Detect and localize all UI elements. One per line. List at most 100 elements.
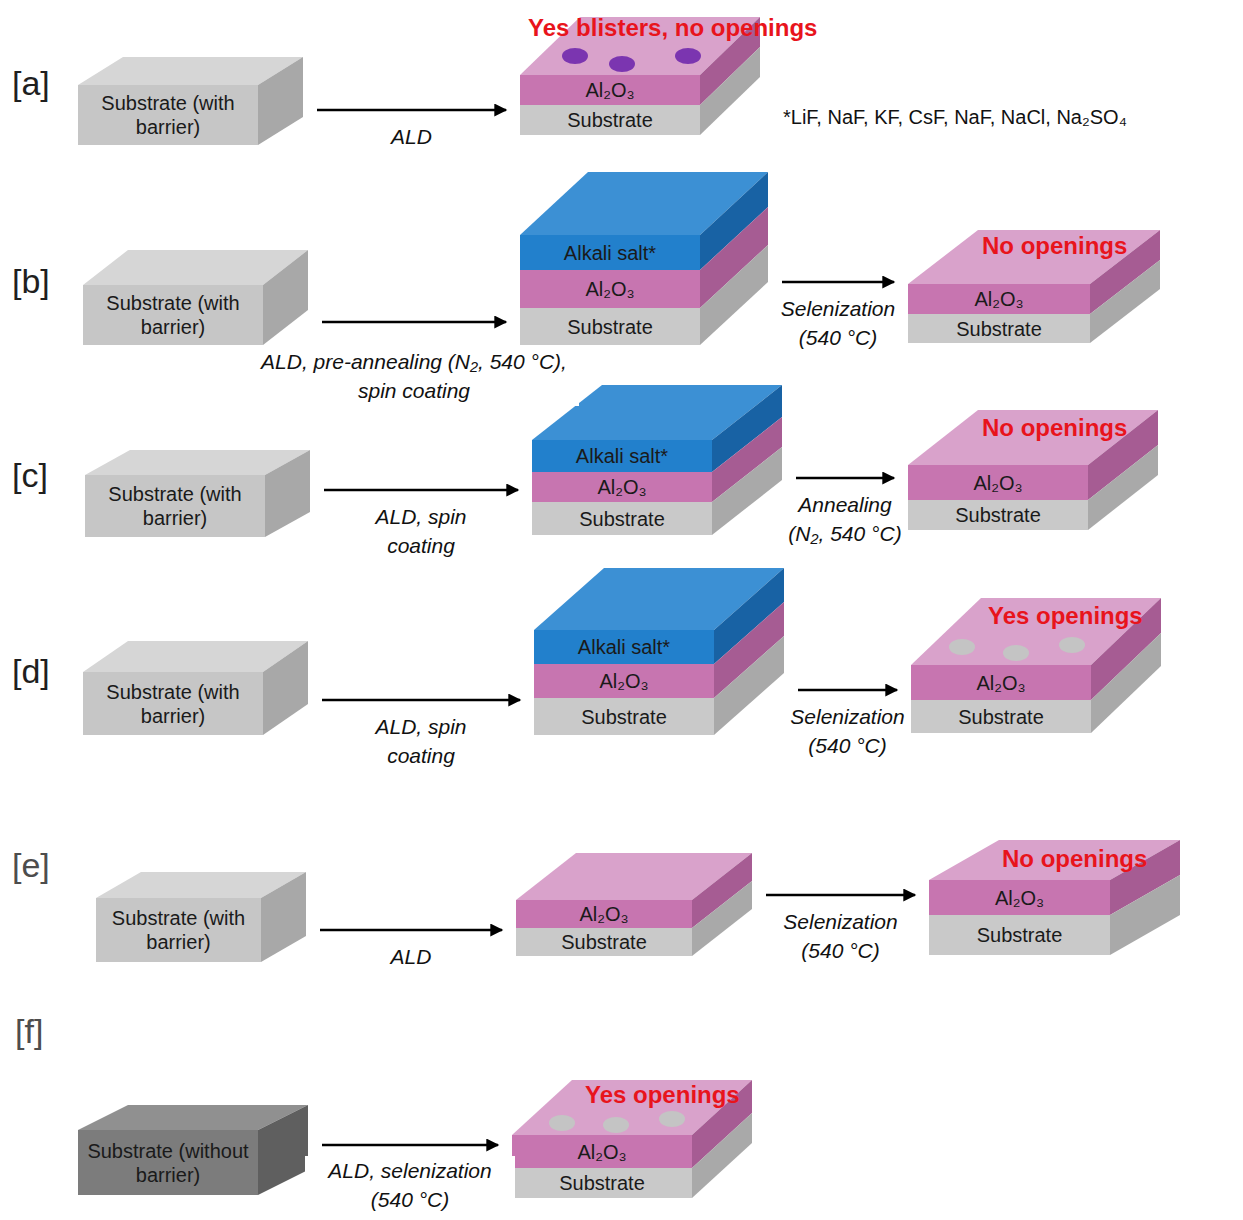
side-face <box>258 1105 308 1195</box>
film-layer: Al₂O₃ <box>520 270 700 308</box>
film-layer: Substrate <box>929 915 1110 955</box>
substrate-box: Substrate (without barrier) <box>78 1105 308 1195</box>
layer-label: Substrate <box>579 507 665 531</box>
front-face: Substrate (with barrier) <box>85 475 265 537</box>
film-layer: Al₂O₃ <box>520 75 700 105</box>
layer-label: Al₂O₃ <box>597 475 646 499</box>
opening <box>1059 637 1085 653</box>
side-face <box>1088 445 1158 530</box>
process-step: Selenization (540 °C) <box>775 294 901 353</box>
row-letter: [b] <box>12 262 50 301</box>
film-layer: Alkali salt* <box>534 630 714 664</box>
layer-stack: No openingsAl₂O₃Substrate <box>908 230 1160 343</box>
layer-label: Alkali salt* <box>564 241 656 265</box>
front-face <box>908 314 1090 343</box>
front-face <box>520 75 700 105</box>
front-face <box>534 698 714 735</box>
substrate-label: Substrate (without barrier) <box>78 1139 258 1187</box>
process-arrow <box>782 281 894 284</box>
front-face: Substrate (with barrier) <box>83 285 263 345</box>
process-arrow <box>320 929 502 932</box>
side-face <box>712 447 782 535</box>
process-arrow <box>766 894 915 897</box>
side-face <box>1090 260 1160 343</box>
layer-stack: Yes openingsAl₂O₃Substrate <box>911 598 1161 733</box>
layer-stack: No openingsAl₂O₃ Substrate <box>908 410 1158 530</box>
row-letter: [e] <box>12 846 50 885</box>
layer-label: Al₂O₃ <box>973 471 1022 495</box>
side-face <box>692 1113 752 1198</box>
process-step: Annealing (N₂, 540 °C) <box>783 490 907 549</box>
film-layer: Al₂O₃ <box>512 1135 692 1168</box>
substrate-label: Substrate (with barrier) <box>85 482 265 530</box>
front-face <box>520 235 700 270</box>
film-layer: Al₂O₃ <box>908 284 1090 314</box>
layer-label: Al₂O₃ <box>579 902 628 926</box>
opening <box>659 1111 685 1127</box>
layer-stack: Alkali salt* Al₂O₃ Substrate <box>520 172 768 345</box>
layer-label: Al₂O₃ <box>599 669 648 693</box>
process-arrow <box>798 689 897 692</box>
side-face <box>258 57 303 145</box>
substrate-label: Substrate (with barrier) <box>78 91 258 139</box>
layer-label: Substrate <box>958 705 1044 729</box>
front-face <box>83 285 263 345</box>
front-face <box>534 664 714 698</box>
layer-stack: Yes blisters, no openingsAl₂O₃Substrate <box>520 17 760 135</box>
layer-stack: Alkali salt* Al₂O₃ Substrate <box>532 385 782 535</box>
row-letter: [c] <box>12 456 48 495</box>
film-layer: Substrate <box>520 105 700 135</box>
film-layer: Al₂O₃ <box>516 900 692 928</box>
film-layer: Substrate <box>911 700 1091 733</box>
side-face <box>714 636 784 735</box>
result-note: No openings <box>1002 845 1147 873</box>
front-face <box>908 284 1090 314</box>
front-face <box>85 475 265 537</box>
side-face <box>263 250 308 345</box>
front-face <box>96 898 261 962</box>
blister <box>609 56 635 72</box>
layer-label: Substrate <box>581 705 667 729</box>
front-face <box>516 900 692 928</box>
side-face <box>700 47 760 135</box>
row-letter: [f] <box>15 1012 43 1051</box>
film-layer: Alkali salt* <box>532 440 712 472</box>
film-layer: Al₂O₃ <box>929 880 1110 915</box>
substrate-box: Substrate (with barrier) <box>85 450 310 537</box>
front-face <box>929 880 1110 915</box>
process-step: ALD <box>361 942 461 971</box>
front-face <box>908 465 1088 500</box>
opening <box>549 1115 575 1131</box>
opening <box>1003 645 1029 661</box>
salt-list-note: *LiF, NaF, KF, CsF, NaF, NaCl, Na₂SO₄ <box>783 106 1127 129</box>
film-layer: Substrate <box>908 314 1090 343</box>
layer-stack: No openingsAl₂O₃ Substrate <box>929 840 1180 955</box>
process-arrow <box>324 489 518 492</box>
side-face <box>265 450 310 537</box>
blister <box>675 48 701 64</box>
process-arrow <box>796 477 894 480</box>
side-face <box>1110 875 1180 955</box>
layer-stack: Alkali salt* Al₂O₃ Substrate <box>534 568 784 735</box>
front-face <box>908 500 1088 530</box>
layer-label: Substrate <box>955 503 1041 527</box>
front-face <box>78 85 258 145</box>
result-note: No openings <box>982 414 1127 442</box>
layer-label: Al₂O₃ <box>577 1140 626 1164</box>
layer-label: Substrate <box>567 315 653 339</box>
process-step: Selenization (540 °C) <box>785 702 911 761</box>
substrate-box: Substrate (with barrier) <box>83 641 308 735</box>
process-arrow <box>322 699 520 702</box>
layer-label: Substrate <box>561 930 647 954</box>
film-layer: Al₂O₃ <box>908 465 1088 500</box>
layer-label: Substrate <box>977 923 1063 947</box>
substrate-box: Substrate (with barrier) <box>83 250 308 345</box>
layer-label: Alkali salt* <box>576 444 668 468</box>
result-note: Yes blisters, no openings <box>528 14 817 42</box>
front-face <box>516 928 692 956</box>
front-face <box>911 700 1091 733</box>
film-layer: Al₂O₃ <box>911 665 1091 700</box>
film-layer: Substrate <box>512 1168 692 1198</box>
film-layer: Alkali salt* <box>520 235 700 270</box>
film-layer: Substrate <box>516 928 692 956</box>
